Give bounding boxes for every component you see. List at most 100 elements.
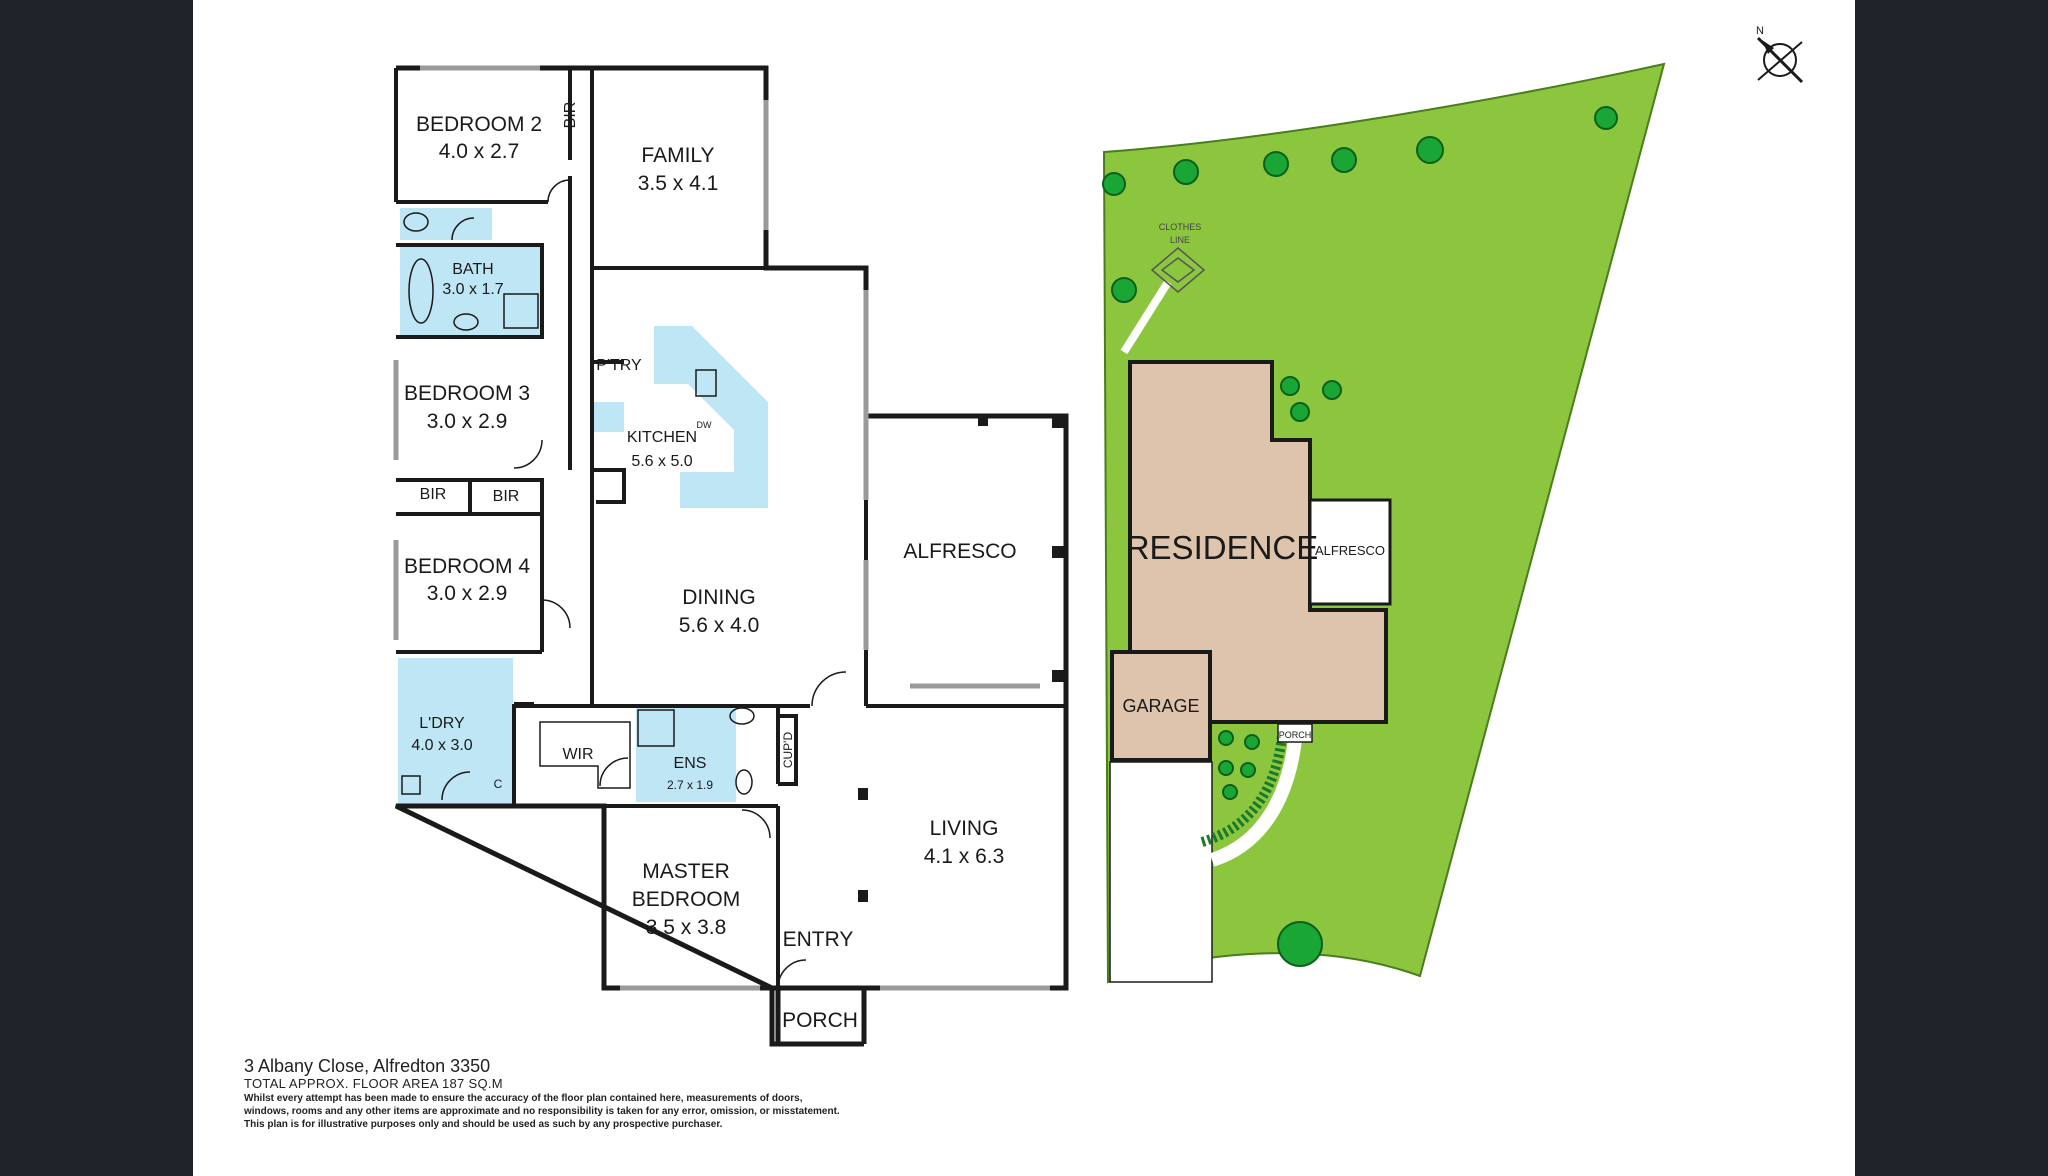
kitchen-sink — [695, 369, 717, 397]
garage-label: GARAGE — [1122, 696, 1199, 716]
bir-label: BIR — [562, 102, 579, 129]
post — [858, 788, 868, 800]
bedroom2-label: BEDROOM 2 — [416, 113, 542, 136]
bath-size: 3.0 x 1.7 — [442, 281, 503, 298]
family-label: FAMILY — [641, 144, 714, 167]
door-swing — [599, 757, 629, 787]
disclaimer-line-3: This plan is for illustrative purposes o… — [244, 1119, 723, 1130]
door-swing — [777, 959, 807, 989]
porch-label: PORCH — [782, 1009, 858, 1032]
bath-walls — [396, 243, 544, 339]
master-entry-wall — [746, 804, 780, 988]
clothes-line-inner — [1160, 257, 1196, 283]
basin — [453, 313, 479, 331]
shower — [503, 293, 539, 329]
family-wall — [590, 68, 866, 270]
bedroom4-size: 3.0 x 2.9 — [427, 582, 508, 605]
tree — [1290, 402, 1310, 422]
bir-label: BIR — [493, 488, 520, 505]
family-size: 3.5 x 4.1 — [638, 172, 719, 195]
clothes-line-label-1: CLOTHES — [1159, 222, 1202, 232]
bath-label: BATH — [452, 261, 493, 278]
master-size: 3.5 x 3.8 — [646, 916, 727, 939]
dining-size: 5.6 x 4.0 — [679, 614, 760, 637]
tree — [1322, 380, 1342, 400]
site-porch-label: PORCH — [1279, 730, 1312, 740]
laundry-size: 4.0 x 3.0 — [411, 737, 472, 754]
clothes-path — [1120, 279, 1172, 355]
tree — [1240, 762, 1256, 778]
ensuite-label: ENS — [674, 755, 707, 772]
garden-path — [1209, 729, 1303, 867]
ens-shower — [637, 709, 675, 747]
floor-plan: BEDROOM 2 4.0 x 2.7 BIR FAMILY 3.5 x 4.1… — [393, 65, 1069, 1047]
garage-footprint — [1110, 650, 1212, 762]
bedroom3-label: BEDROOM 3 — [404, 382, 530, 405]
alfresco-label: ALFRESCO — [903, 540, 1016, 563]
master-label-1: MASTER — [642, 860, 730, 883]
bedroom4-walls — [396, 512, 544, 654]
post — [1052, 546, 1064, 558]
pantry-walls — [592, 360, 626, 504]
door-swing — [811, 671, 847, 707]
tree — [1594, 106, 1618, 130]
cupd-label: CUP'D — [781, 732, 795, 769]
laundry-tub — [401, 775, 421, 795]
dining-label: DINING — [682, 586, 756, 609]
bedroom3-size: 3.0 x 2.9 — [427, 410, 508, 433]
bir-label: BIR — [420, 486, 447, 503]
cupboard-label: C — [494, 777, 503, 791]
door-swing — [451, 217, 475, 241]
site-alfresco-label: ALFRESCO — [1315, 543, 1385, 558]
tree — [1102, 172, 1126, 196]
tree — [1111, 277, 1137, 303]
pantry-label: P'TRY — [596, 357, 642, 374]
residence-label: RESIDENCE — [1126, 529, 1319, 566]
disclaimer-line-2: windows, rooms and any other items are a… — [244, 1106, 840, 1117]
door-swing — [547, 179, 571, 203]
tree — [1277, 921, 1323, 967]
door-swing — [513, 439, 543, 469]
ens-basin — [729, 707, 755, 725]
laundry-label: L'DRY — [419, 715, 465, 732]
bir-walls — [396, 478, 544, 516]
wir-label: WIR — [562, 746, 593, 763]
disclaimer-line-1: Whilst every attempt has been made to en… — [244, 1093, 803, 1104]
clothes-line-label-2: LINE — [1170, 235, 1190, 245]
door-swing — [441, 771, 471, 801]
tree — [1244, 734, 1260, 750]
tree — [1218, 760, 1234, 776]
bedroom2-wall — [394, 68, 548, 204]
kitchen-size: 5.6 x 5.0 — [631, 453, 692, 470]
north-arrow-icon: N — [1756, 25, 1804, 84]
wir-shelf — [539, 721, 631, 789]
tree — [1173, 159, 1199, 185]
ensuite-area — [636, 706, 736, 802]
garden-hedge — [1200, 735, 1287, 847]
master-label-2: BEDROOM — [632, 888, 741, 911]
living-label: LIVING — [930, 817, 999, 840]
ensuite-size: 2.7 x 1.9 — [667, 778, 713, 792]
outer-walls — [394, 65, 1069, 1047]
alfresco-footprint — [1308, 498, 1392, 606]
laundry-area — [398, 658, 513, 804]
plan-footer: 3 Albany Close, Alfredton 3350 TOTAL APP… — [244, 1056, 944, 1131]
clothes-line — [1150, 247, 1206, 293]
living-size: 4.1 x 6.3 — [924, 845, 1005, 868]
dishwasher-label: DW — [697, 420, 712, 430]
bathtub — [408, 258, 434, 324]
cupboard-walls — [778, 714, 798, 786]
cooktop — [594, 402, 624, 432]
tree — [1263, 151, 1289, 177]
toilet — [403, 212, 429, 232]
door-swing — [541, 599, 571, 629]
post — [858, 890, 868, 902]
tree — [1331, 147, 1357, 173]
north-label: N — [1756, 25, 1764, 37]
kitchen-label: KITCHEN — [627, 429, 697, 446]
dining-south-walls — [590, 500, 1066, 708]
post — [1052, 416, 1064, 428]
porch-footprint — [1277, 723, 1313, 743]
tree — [1416, 136, 1444, 164]
